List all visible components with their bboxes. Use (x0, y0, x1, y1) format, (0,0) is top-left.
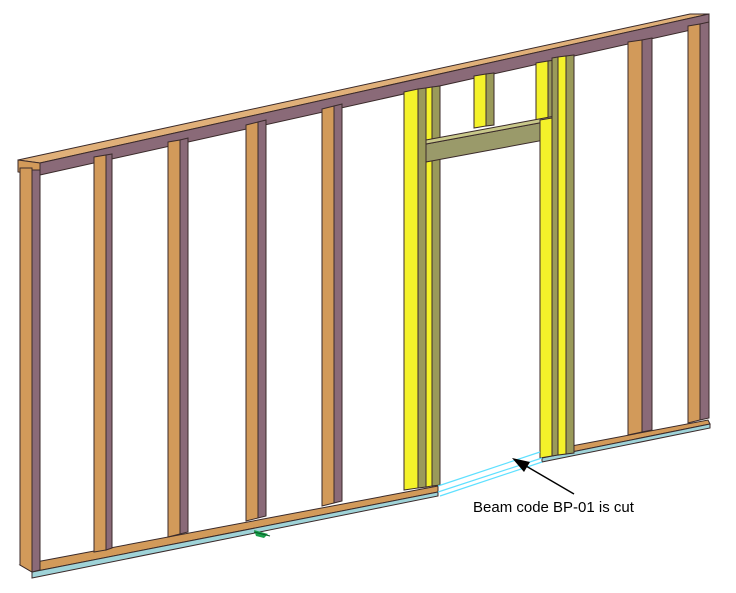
top-plate (17, 13, 710, 176)
stud-3 (167, 137, 189, 538)
stud-end-right (687, 21, 710, 424)
origin-marker-icon (253, 530, 271, 538)
bottom-plate-left (18, 485, 439, 579)
stud-5 (321, 103, 343, 507)
arrow-icon (512, 458, 575, 495)
opening-left-jamb (403, 85, 441, 491)
stud-1 (19, 167, 41, 573)
stud-2 (93, 153, 113, 553)
stud-4 (245, 119, 267, 522)
stud-6 (627, 37, 653, 436)
cut-beam-outline (437, 451, 543, 497)
cripple-stud-left (473, 72, 495, 129)
annotation-label: Beam code BP-01 is cut (473, 499, 635, 516)
opening-right-jamb (539, 54, 575, 459)
